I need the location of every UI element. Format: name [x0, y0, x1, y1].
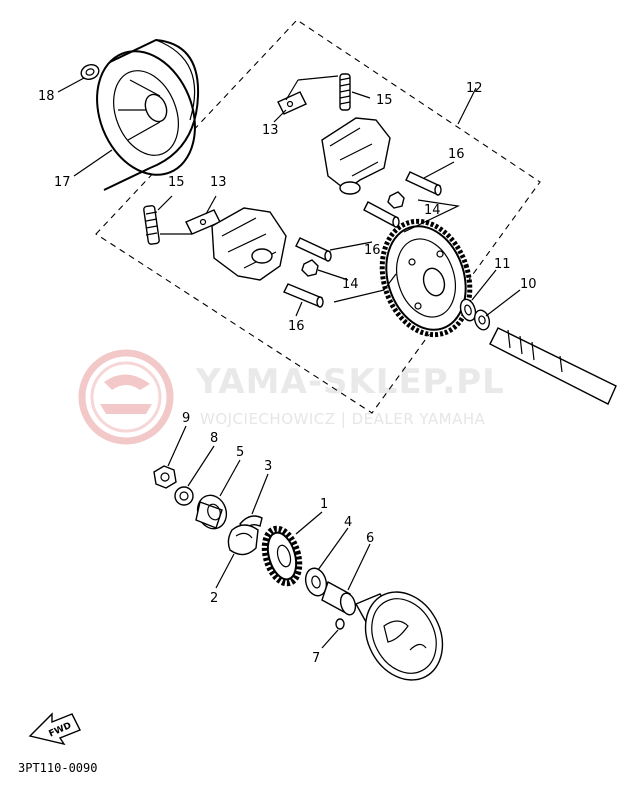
watermark-tagline: WOJCIECHOWICZ | DEALER YAMAHA	[200, 410, 486, 428]
washer-8	[174, 486, 194, 506]
clutch-carrier-gear	[379, 218, 473, 338]
callout-13-lower: 13	[210, 175, 227, 190]
bushing-5	[195, 494, 228, 530]
spring-15-upper	[339, 73, 351, 111]
pin-16-c	[295, 237, 332, 262]
drive-shaft	[489, 327, 617, 405]
callout-15-lower: 15	[168, 175, 185, 190]
callout-1: 1	[320, 497, 328, 512]
callout-14-upper: 14	[424, 203, 441, 218]
callout-4: 4	[344, 515, 352, 530]
nut-18	[80, 64, 100, 80]
callout-5: 5	[236, 445, 244, 460]
callout-16-middle: 16	[364, 243, 381, 258]
washer-4	[304, 567, 328, 597]
callout-15-upper: 15	[376, 93, 393, 108]
plate-13-upper	[277, 91, 307, 115]
circlip-7	[335, 618, 345, 630]
callout-9: 9	[182, 411, 190, 426]
callout-16-lower: 16	[288, 319, 305, 334]
clutch-assembly-boundary	[95, 19, 541, 414]
clutch-shoe-lower	[211, 207, 287, 281]
washer-10	[473, 309, 491, 331]
callout-11: 11	[494, 257, 511, 272]
pin-16-a	[405, 171, 442, 196]
clutch-shoe-upper	[321, 117, 391, 195]
callout-7: 7	[312, 651, 320, 666]
callout-16-upper: 16	[448, 147, 465, 162]
output-hub	[355, 591, 444, 681]
callout-14-lower: 14	[342, 277, 359, 292]
callouts: 18 17 13 15 12 16 15 13 14 16 14 16 11 1…	[38, 81, 537, 666]
nut-14-lower	[301, 259, 319, 277]
callout-10: 10	[520, 277, 537, 292]
callout-2: 2	[210, 591, 218, 606]
spacer-2	[227, 524, 259, 556]
callout-17: 17	[54, 175, 71, 190]
callout-18: 18	[38, 89, 55, 104]
callout-12: 12	[466, 81, 483, 96]
diagram-code: 3PT110-0090	[18, 761, 97, 775]
watermark-logo	[78, 349, 174, 445]
washer-11	[459, 298, 477, 322]
callout-13-upper: 13	[262, 123, 279, 138]
pin-16-b	[363, 201, 400, 228]
pin-16-d	[283, 283, 324, 308]
forward-arrow-icon: FWD	[28, 712, 81, 746]
spring-15-lower	[143, 205, 160, 245]
watermark: YAMA-SKLEP.PL WOJCIECHOWICZ | DEALER YAM…	[78, 349, 505, 445]
watermark-brand: YAMA-SKLEP.PL	[195, 362, 505, 402]
bearing-6	[321, 580, 357, 616]
clutch-housing-17	[96, 38, 200, 191]
nut-9	[153, 465, 177, 489]
callout-6: 6	[366, 531, 374, 546]
nut-14-upper	[387, 191, 405, 209]
callout-8: 8	[210, 431, 218, 446]
callout-3: 3	[264, 459, 272, 474]
gear-1	[261, 525, 303, 587]
leader-lines	[57, 75, 521, 649]
